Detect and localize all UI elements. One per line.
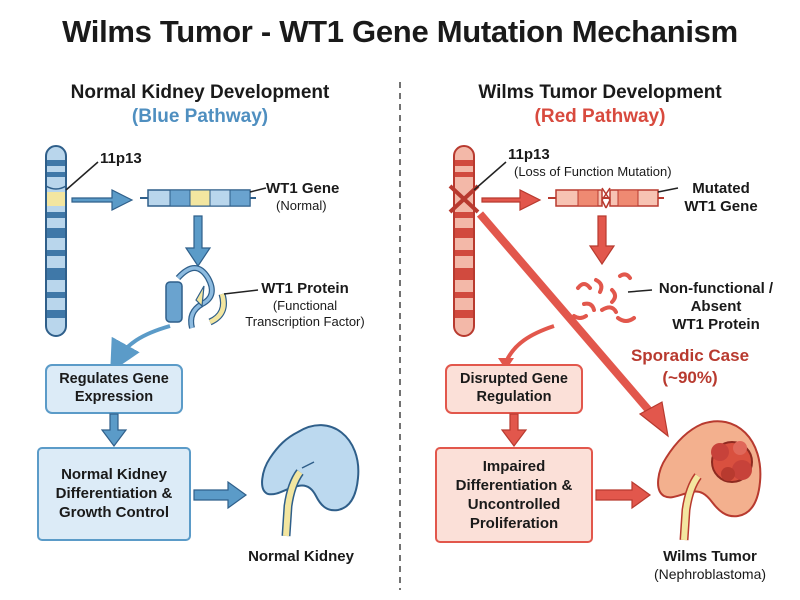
mutant-locus-pointer-line [473, 161, 507, 191]
right-heading: Wilms Tumor Development [478, 82, 722, 103]
mutant-chromosome-to-gene-arrow [481, 189, 542, 211]
normal-chromosome [45, 145, 67, 337]
sporadic-case-arrowhead [638, 401, 669, 438]
impairment-to-tumor-arrow [595, 480, 652, 510]
left-gene-note: (Normal) [276, 198, 327, 213]
right-gene-label-2: WT1 Gene [684, 198, 758, 215]
wilms-tumor-kidney-icon [657, 420, 762, 541]
gene-to-protein-arrow [184, 215, 212, 268]
left-organ-label: Normal Kidney [248, 548, 354, 565]
right-organ-label: Wilms Tumor [663, 548, 757, 565]
gene-pointer-line [249, 187, 267, 193]
tumor-mass-icon [711, 441, 753, 483]
right-organ-note: (Nephroblastoma) [653, 566, 767, 582]
left-box1-line1: Regulates Gene [59, 371, 169, 387]
right-protein-label-1: Non-functional / [658, 280, 774, 297]
mutant-protein-pointer-line [627, 289, 653, 293]
mutated-gene-bar [548, 187, 664, 209]
right-box2-line4: Proliferation [469, 515, 559, 532]
right-box2-line2: Differentiation & [455, 477, 573, 494]
left-box2-line3: Growth Control [59, 504, 169, 521]
left-gene-label: WT1 Gene [266, 180, 340, 197]
normal-gene-bar [140, 189, 256, 207]
right-box1-line1: Disrupted Gene [460, 371, 568, 387]
left-protein-note-1: (Functional [272, 298, 338, 313]
sporadic-case-percent: (~90%) [662, 368, 718, 387]
mutant-gene-to-protein-arrow [588, 215, 616, 266]
left-box1-line2: Expression [74, 389, 154, 405]
mutated-chromosome [453, 145, 475, 337]
right-subheading: (Red Pathway) [534, 106, 666, 127]
locus-pointer-line [65, 161, 99, 191]
right-box2-line1: Impaired [482, 458, 546, 475]
page-title: Wilms Tumor - WT1 Gene Mutation Mechanis… [62, 14, 738, 49]
right-locus-note: (Loss of Function Mutation) [514, 164, 672, 179]
box-disrupted-gene-regulation [445, 364, 583, 414]
left-protein-label: WT1 Protein [261, 280, 349, 297]
normal-kidney-icon [261, 424, 360, 537]
left-box2-line1: Normal Kidney [61, 466, 167, 483]
mutation-x-mark [448, 184, 480, 214]
sporadic-case-label: Sporadic Case [630, 346, 750, 365]
differentiation-to-kidney-arrow [193, 480, 248, 510]
box-regulates-gene-expression [45, 364, 183, 414]
right-gene-label-1: Mutated [692, 180, 750, 197]
right-protein-label-2: Absent [690, 298, 742, 315]
regulation-to-differentiation-arrow [100, 413, 128, 447]
left-box2-line2: Differentiation & [55, 485, 173, 502]
protein-to-regulation-arrow [110, 324, 171, 373]
disruption-to-impairment-arrow [500, 413, 528, 447]
left-locus-label: 11p13 [100, 150, 142, 167]
right-protein-label-3: WT1 Protein [672, 316, 760, 333]
sporadic-case-arrow [476, 211, 656, 417]
box-impaired-differentiation [435, 447, 593, 543]
fragmented-protein-icon [572, 272, 636, 323]
protein-to-disruption-arrow [504, 324, 555, 363]
left-subheading: (Blue Pathway) [131, 106, 269, 127]
box-normal-differentiation [37, 447, 191, 541]
right-locus-label: 11p13 [508, 146, 550, 163]
wt1-protein-icon [165, 265, 227, 329]
left-protein-note-2: Transcription Factor) [245, 314, 365, 329]
protein-pointer-line [223, 289, 259, 295]
chromosome-to-gene-arrow [71, 189, 134, 211]
mutant-gene-pointer-line [657, 187, 679, 193]
right-box1-line2: Regulation [476, 389, 552, 405]
right-box2-line3: Uncontrolled [467, 496, 561, 513]
left-heading: Normal Kidney Development [70, 82, 330, 103]
